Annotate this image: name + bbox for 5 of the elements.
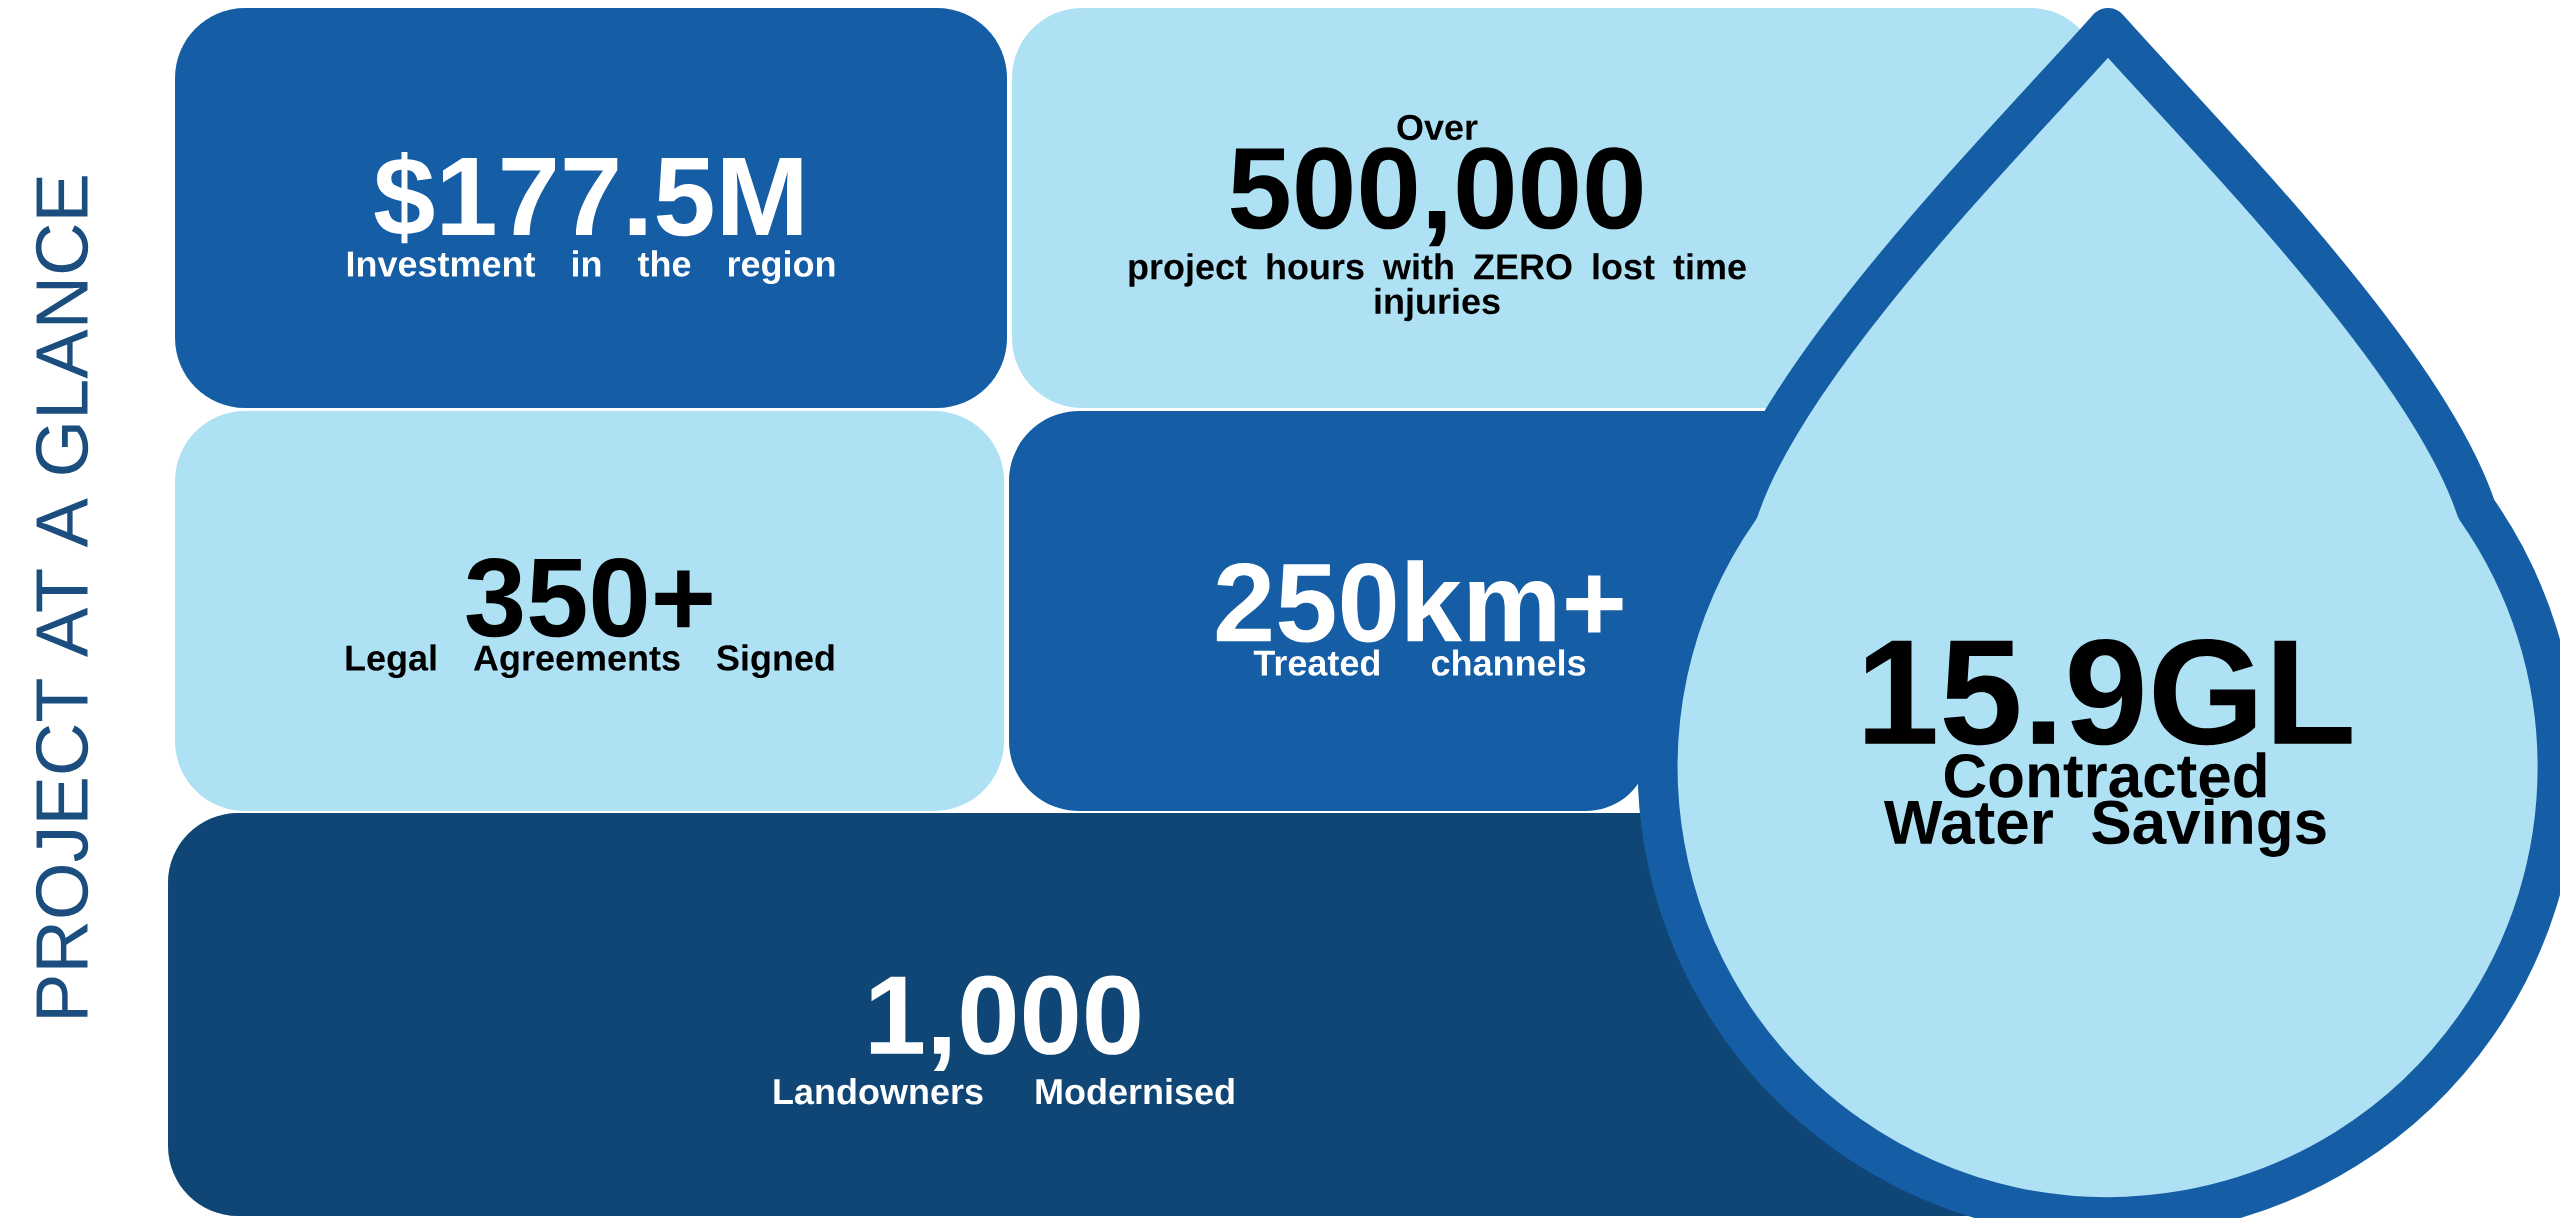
node-label: Over [1397, 114, 1478, 141]
vertical-title: PROJECT AT A GLANCE [35, 176, 89, 1017]
stat-box: $177.5M Investment in the region [175, 8, 1007, 408]
stat-box: 250km+ Treated channels [1009, 411, 1825, 811]
stat-box: 350+ Legal Agreements Signed [175, 411, 1004, 811]
